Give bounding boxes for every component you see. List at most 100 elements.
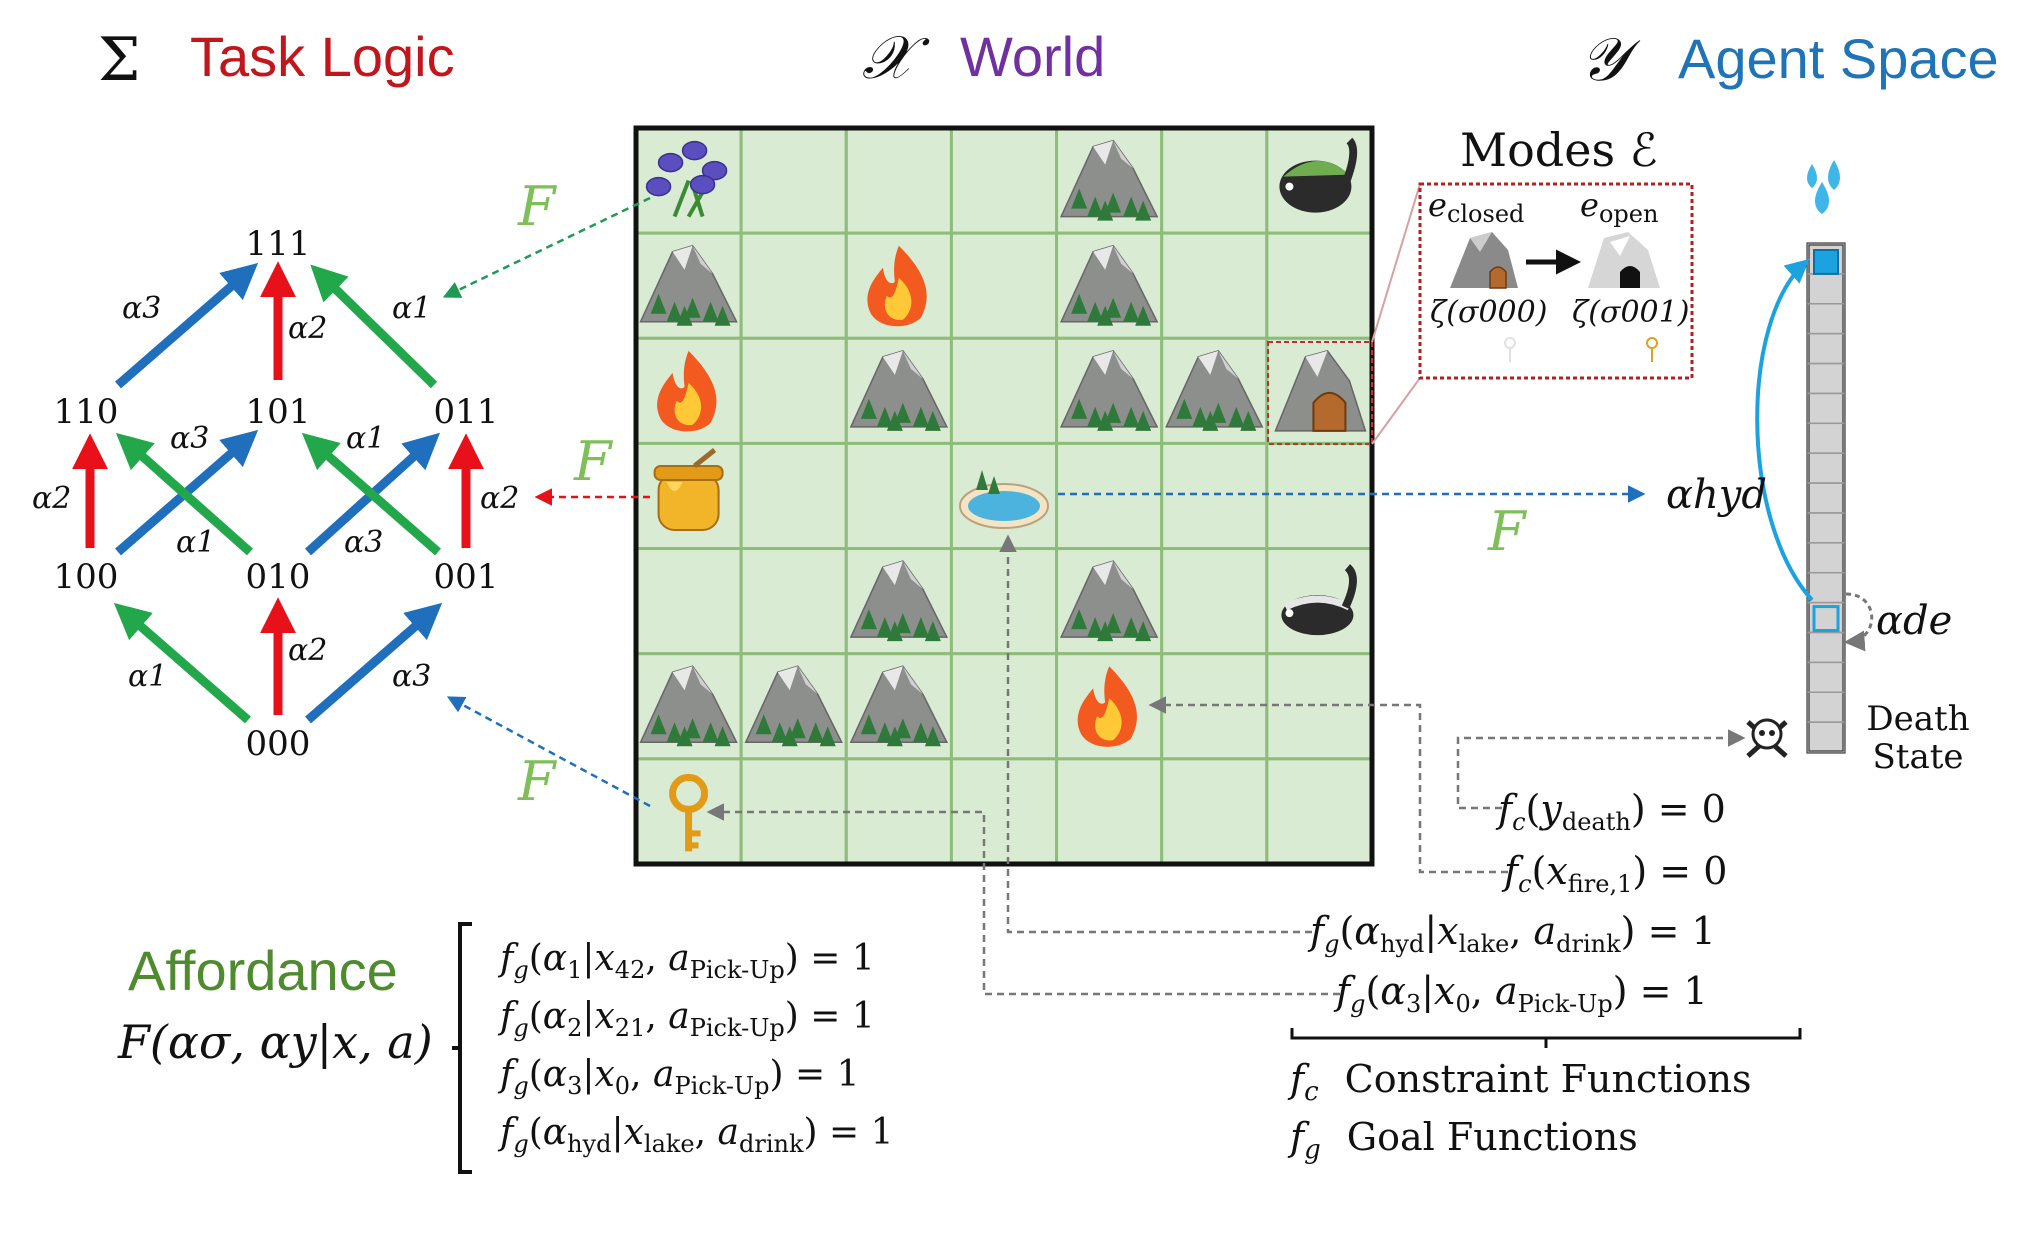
agent-space-label: Agent Space — [1678, 27, 1999, 90]
dark-beast-icon — [1279, 137, 1358, 213]
label-alpha3-top: α3 — [122, 291, 161, 326]
edge-110-111 — [115, 262, 259, 389]
affordance-arrow-flower — [442, 196, 651, 298]
cave-icon — [1274, 349, 1367, 432]
equations-brace — [1290, 1028, 1802, 1048]
sigma-symbol: Σ — [98, 25, 140, 95]
mode-open-label: eopen — [1580, 186, 1658, 228]
grid-cell — [739, 126, 848, 235]
grid-cell — [1160, 441, 1269, 551]
node-100: 100 — [54, 557, 119, 597]
mountain-icon — [849, 665, 949, 747]
affordance-label-mid: F — [573, 430, 614, 493]
label-alpha3-mid-left: α3 — [170, 421, 209, 456]
equation-fg-alpha3: fg(α3|x0, aPick-Up) = 1 — [1333, 969, 1708, 1018]
grid-cell — [949, 231, 1059, 340]
label-alpha1-mid-left: α1 — [176, 525, 215, 560]
grid-cell — [739, 441, 848, 551]
affordance-eq-3: fg(α3|x0, aPick-Up) = 1 — [497, 1054, 860, 1100]
affordance-bracket — [452, 922, 472, 1174]
edge-000-001 — [305, 602, 443, 724]
agent-space-symbol: 𝒴 — [1580, 25, 1641, 95]
label-alpha1-mid-right: α1 — [346, 421, 385, 456]
modes-box — [1418, 182, 1694, 380]
node-111: 111 — [246, 224, 311, 264]
header-world: 𝒳 World — [862, 23, 1105, 93]
label-alpha2-top: α2 — [288, 311, 327, 346]
modes-title: Modes ℰ — [1460, 123, 1658, 177]
fire-icon — [1077, 666, 1138, 747]
affordance-label-bottom: F — [517, 750, 558, 813]
hydration-full-cell — [1813, 249, 1839, 275]
node-011: 011 — [434, 392, 499, 432]
node-000: 000 — [246, 724, 311, 764]
badger-icon — [1281, 564, 1357, 636]
label-alpha3-bottom: α3 — [392, 659, 431, 694]
grid-cell — [844, 757, 953, 866]
grid-cell — [1160, 757, 1269, 866]
mountain-icon — [1059, 244, 1159, 326]
edge-001-101 — [301, 432, 441, 556]
label-alpha2-bottom: α2 — [288, 633, 327, 668]
mountain-icon — [849, 349, 949, 431]
grid-cell — [1055, 441, 1164, 551]
label-alpha1-bottom: α1 — [128, 659, 167, 694]
grid-cell — [634, 547, 743, 656]
key-faded-icon — [1504, 337, 1516, 362]
lattice-edge-labels: α3 α2 α1 α3 α1 α2 α1 α3 α2 α1 α2 α3 — [32, 291, 519, 694]
grid-cell — [1265, 757, 1374, 866]
lattice-nodes: 111 110 101 011 100 010 001 000 — [54, 224, 499, 764]
mode-open-map: ζ(σ001) — [1572, 295, 1689, 330]
fire-icon — [657, 350, 717, 432]
grid-cell — [1160, 231, 1269, 340]
skull-icon — [1746, 718, 1788, 758]
flower-icon — [645, 140, 728, 218]
connector-key — [706, 803, 1340, 996]
hydration-refill-arrow — [1755, 258, 1814, 602]
grid-cell — [949, 547, 1059, 656]
grid-cell — [1160, 126, 1269, 235]
mountain-icon — [639, 665, 738, 747]
affordance-arrows: F F F F — [442, 175, 1646, 813]
grid-cell — [1265, 652, 1374, 761]
honey-icon — [653, 448, 724, 531]
mountain-icon — [849, 560, 949, 642]
modes-callout-line-top — [1371, 183, 1421, 343]
label-alpha3-mid-right: α3 — [344, 525, 383, 560]
affordance-arrow-key — [446, 696, 651, 808]
header-agent-space: 𝒴 Agent Space — [1580, 25, 1999, 95]
label-alpha2-left: α2 — [32, 481, 71, 516]
node-101: 101 — [246, 392, 311, 432]
mountain-icon — [1059, 349, 1159, 431]
mode-closed-label: eclosed — [1428, 186, 1524, 228]
key-icon — [669, 773, 709, 852]
affordance-block: Affordance F(ασ, αy|x, a) fg(α1|x42, aPi… — [117, 922, 894, 1174]
affordance-eq-2: fg(α2|x21, aPick-Up) = 1 — [497, 996, 875, 1042]
modes-callout-line-bottom — [1371, 377, 1421, 445]
affordance-title: Affordance — [128, 939, 398, 1002]
alpha-de-label: αde — [1876, 598, 1952, 644]
hydration-cell — [1807, 721, 1845, 753]
mode-closed-map: ζ(σ000) — [1430, 295, 1547, 330]
connector-fire — [1148, 696, 1508, 874]
mountain-icon — [1165, 349, 1264, 431]
edge-000-100 — [113, 602, 251, 724]
edge-010-110 — [115, 432, 253, 556]
mountain-icon — [1059, 139, 1159, 221]
cave-closed-icon — [1450, 232, 1518, 289]
connector-lake — [999, 534, 1312, 934]
mountain-icon — [744, 665, 843, 747]
affordance-label-right: F — [1487, 500, 1528, 563]
lake-icon — [959, 470, 1049, 529]
key-small-icon — [1646, 337, 1658, 362]
hydration-current-cell — [1812, 605, 1840, 632]
edge-011-111 — [310, 264, 438, 389]
affordance-eq-1: fg(α1|x42, aPick-Up) = 1 — [497, 938, 875, 984]
modes-panel: Modes ℰ eclosed eopen ζ(σ000) ζ(σ001) — [1371, 123, 1694, 445]
task-logic-label: Task Logic — [190, 25, 455, 88]
label-alpha2-right: α2 — [480, 481, 519, 516]
header-task-logic: Σ Task Logic — [98, 25, 455, 95]
